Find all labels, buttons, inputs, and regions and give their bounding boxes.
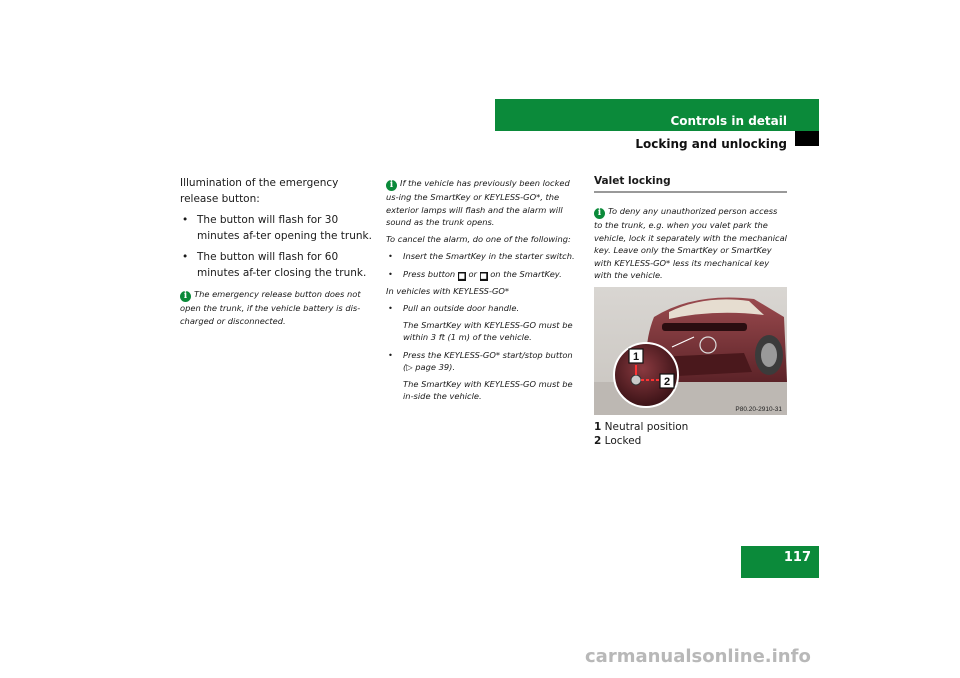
bullet-text: Insert the SmartKey in the starter switc… — [403, 251, 575, 261]
bullet-text: Pull an outside door handle. — [403, 303, 520, 313]
header-bar — [495, 99, 819, 131]
info-icon: i — [386, 180, 397, 191]
lock-key-icon: ■ — [457, 271, 466, 281]
callout-2-box — [659, 373, 675, 389]
list-item: •The button will flash for 60 minutes af… — [182, 251, 367, 279]
bullet-subtext: The SmartKey with KEYLESS-GO must be wit… — [403, 319, 573, 343]
photo-captions: 1 Neutral position 2 Locked — [594, 420, 787, 448]
list-item: •Press button ■ or ■ on the SmartKey. — [388, 268, 562, 281]
callout-1: 1 — [633, 351, 639, 363]
subsection-title: Locking and unlocking — [635, 137, 787, 151]
note-text: The emergency release button does not op… — [180, 289, 361, 326]
trunk-lock-photo: 1 2 P80.20-2910-31 — [594, 287, 787, 415]
left-column: Illumination of the emergency release bu… — [180, 175, 375, 327]
page-number: 117 — [741, 546, 819, 578]
caption-item: 1 Neutral position — [594, 420, 787, 434]
caption-item: 2 Locked — [594, 434, 787, 448]
unlock-key-icon: ■ — [479, 271, 488, 281]
bullet-text: The button will flash for 30 minutes af-… — [197, 214, 372, 242]
info-icon: i — [594, 208, 605, 219]
list-item: •Pull an outside door handle. — [388, 303, 520, 313]
caption-number: 2 — [594, 435, 602, 447]
heading-rule — [594, 191, 787, 193]
section-title: Controls in detail — [670, 114, 787, 128]
photo-code: P80.20-2910-31 — [735, 406, 782, 413]
keyless-intro: In vehicles with KEYLESS-GO* — [386, 285, 510, 296]
section-heading: Valet locking — [594, 175, 671, 187]
header-marker — [795, 131, 819, 146]
note-text: To deny any unauthorized person access t… — [594, 206, 787, 280]
bullet-subtext: The SmartKey with KEYLESS-GO must be in-… — [403, 378, 573, 402]
bullet-text: Press the KEYLESS-GO* start/stop button … — [403, 349, 573, 373]
info-icon: i — [180, 291, 191, 302]
list-item: •Press the KEYLESS-GO* start/stop button… — [388, 349, 573, 373]
caption-text: Locked — [604, 435, 642, 447]
cancel-intro: To cancel the alarm, do one of the follo… — [386, 233, 571, 244]
caption-text: Neutral position — [604, 421, 689, 433]
callout-2: 2 — [664, 376, 670, 388]
callout-1-box — [628, 348, 644, 364]
caption-number: 1 — [594, 421, 602, 433]
footer-watermark: carmanualsonline.info — [585, 646, 811, 667]
bullet-text: Press button — [403, 268, 456, 279]
intro-text: Illumination of the emergency release bu… — [180, 177, 339, 205]
bullet-text: on the SmartKey. — [490, 268, 562, 279]
list-item: •Insert the SmartKey in the starter swit… — [388, 251, 575, 261]
bullet-text: or — [468, 268, 477, 279]
bullet-text: The button will flash for 60 minutes af-… — [197, 251, 367, 279]
note-text: If the vehicle has previously been locke… — [386, 178, 570, 227]
list-item: •The button will flash for 30 minutes af… — [182, 214, 372, 242]
